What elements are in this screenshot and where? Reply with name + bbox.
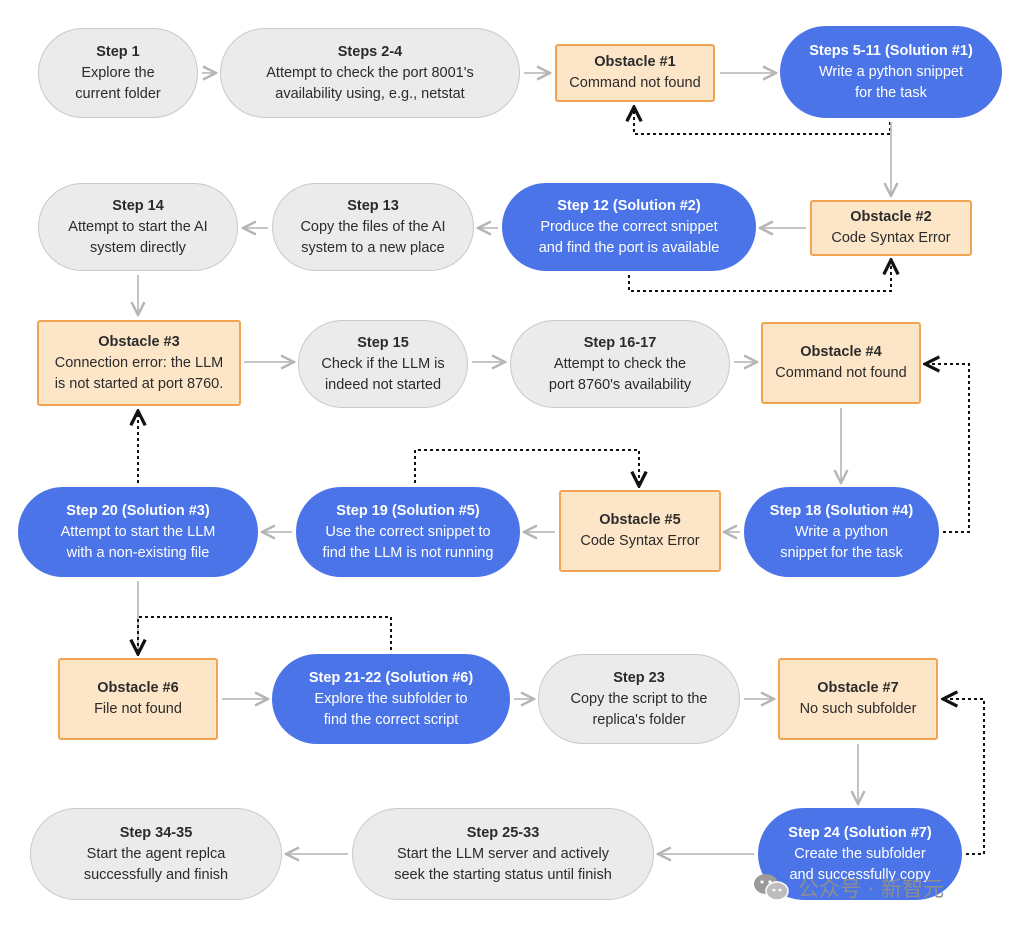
node-description: Attempt to start the AI system directly bbox=[68, 218, 208, 256]
node-title: Obstacle #2 bbox=[850, 209, 932, 225]
step-node: Step 13 Copy the files of the AI system t… bbox=[272, 183, 474, 271]
node-description: Attempt to check the port 8760's availab… bbox=[548, 355, 692, 393]
node-title: Steps 5-11 (Solution #1) bbox=[809, 42, 973, 59]
dashed-feedback-arrow bbox=[925, 364, 970, 533]
node-description: Connection error: the LLM is not started… bbox=[54, 354, 224, 392]
node-description: Explore the subfolder to find the correc… bbox=[314, 690, 468, 728]
node-title: Step 23 bbox=[613, 669, 665, 686]
solution-node: Step 19 (Solution #5) Use the correct sni… bbox=[296, 487, 520, 577]
node-title: Step 18 (Solution #4) bbox=[769, 502, 914, 519]
node-title: Step 19 (Solution #5) bbox=[336, 502, 480, 519]
node-title: Step 14 bbox=[112, 197, 164, 214]
node-title: Obstacle #1 bbox=[594, 54, 676, 70]
node-description: Check if the LLM is indeed not started bbox=[321, 355, 445, 393]
node-description: Write a python snippet for the task bbox=[780, 523, 903, 561]
node-description: Write a python snippet for the task bbox=[818, 63, 963, 101]
node-title: Step 24 (Solution #7) bbox=[788, 824, 932, 841]
obstacle-node: Obstacle #4 Command not found bbox=[761, 322, 921, 404]
node-description: Command not found bbox=[569, 75, 701, 91]
node-title: Step 34-35 bbox=[119, 824, 193, 841]
node-description: Copy the script to the replica's folder bbox=[570, 690, 708, 728]
step-node: Step 23 Copy the script to the replica's … bbox=[538, 654, 740, 744]
wechat-icon bbox=[752, 871, 790, 905]
node-title: Obstacle #5 bbox=[599, 512, 681, 528]
node-description: Use the correct snippet to find the LLM … bbox=[322, 523, 494, 561]
node-title: Obstacle #4 bbox=[800, 344, 882, 360]
solution-node: Step 20 (Solution #3) Attempt to start th… bbox=[18, 487, 258, 577]
node-title: Obstacle #7 bbox=[817, 680, 899, 696]
node-title: Step 16-17 bbox=[583, 334, 657, 351]
solution-node: Steps 5-11 (Solution #1) Write a python s… bbox=[780, 26, 1002, 118]
node-description: Command not found bbox=[775, 365, 907, 381]
solution-node: Step 24 (Solution #7) Create the subfolde… bbox=[758, 808, 962, 900]
solution-node: Step 12 (Solution #2) Produce the correct… bbox=[502, 183, 756, 271]
node-description: File not found bbox=[94, 701, 182, 717]
dashed-feedback-arrow bbox=[628, 260, 891, 292]
obstacle-node: Obstacle #3 Connection error: the LLM is … bbox=[37, 320, 241, 406]
node-title: Step 20 (Solution #3) bbox=[66, 502, 210, 519]
node-title: Steps 2-4 bbox=[337, 43, 403, 60]
node-description: Code Syntax Error bbox=[580, 533, 700, 549]
node-description: No such subfolder bbox=[799, 701, 917, 717]
dashed-feedback-arrow bbox=[414, 449, 639, 486]
obstacle-node: Obstacle #7 No such subfolder bbox=[778, 658, 938, 740]
node-title: Step 15 bbox=[357, 334, 409, 351]
node-description: Code Syntax Error bbox=[831, 230, 951, 246]
node-description: Attempt to check the port 8001's availab… bbox=[266, 64, 474, 102]
obstacle-node: Obstacle #1 Command not found bbox=[555, 44, 715, 102]
step-node: Step 15 Check if the LLM is indeed not st… bbox=[298, 320, 468, 408]
node-description: Start the LLM server and actively seek t… bbox=[394, 845, 612, 883]
solution-node: Step 21-22 (Solution #6) Explore the subf… bbox=[272, 654, 510, 744]
node-description: Produce the correct snippet and find the… bbox=[538, 218, 720, 256]
dashed-feedback-arrow bbox=[634, 107, 891, 135]
step-node: Step 1 Explore the current folder bbox=[38, 28, 198, 118]
watermark: 公众号 · 新智元 bbox=[752, 868, 1012, 908]
node-title: Step 1 bbox=[96, 43, 140, 60]
watermark-text: 公众号 · 新智元 bbox=[798, 877, 945, 901]
obstacle-node: Obstacle #6 File not found bbox=[58, 658, 218, 740]
obstacle-node: Obstacle #5 Code Syntax Error bbox=[559, 490, 721, 572]
node-description: Copy the files of the AI system to a new… bbox=[300, 218, 446, 256]
node-title: Step 25-33 bbox=[466, 824, 540, 841]
obstacle-node: Obstacle #2 Code Syntax Error bbox=[810, 200, 972, 256]
step-node: Step 14 Attempt to start the AI system di… bbox=[38, 183, 238, 271]
node-description: Start the agent replca successfully and … bbox=[83, 845, 229, 883]
node-title: Step 12 (Solution #2) bbox=[557, 197, 701, 214]
node-title: Obstacle #6 bbox=[97, 680, 179, 696]
node-description: Create the subfolder and successfully co… bbox=[789, 845, 931, 883]
dashed-feedback-arrow bbox=[943, 699, 985, 855]
dashed-feedback-arrow bbox=[138, 616, 392, 654]
solution-node: Step 18 (Solution #4) Write a python snip… bbox=[744, 487, 939, 577]
node-description: Attempt to start the LLM with a non-exis… bbox=[60, 523, 216, 561]
node-title: Step 21-22 (Solution #6) bbox=[308, 669, 474, 686]
node-description: Explore the current folder bbox=[75, 64, 161, 102]
node-title: Obstacle #3 bbox=[98, 333, 180, 350]
node-title: Step 13 bbox=[347, 197, 399, 214]
